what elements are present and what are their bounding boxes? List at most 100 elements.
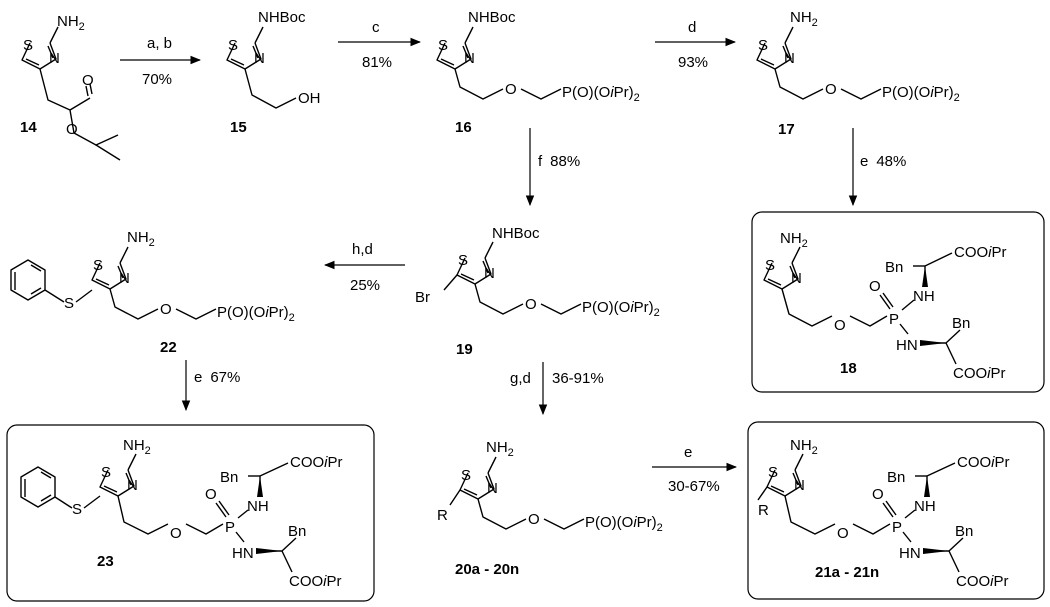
atom-o-ester: O: [66, 121, 78, 138]
atom-nh: NH: [914, 498, 936, 515]
compound-label-21: 21a - 21n: [815, 564, 879, 581]
reagents-e-20: e: [684, 444, 692, 461]
compound-22-structure: S S N NH2 O P(O)(OiPr)2: [10, 229, 295, 324]
atom-bn-1: Bn: [885, 259, 903, 276]
atom-s: S: [461, 467, 471, 484]
reagents-c: c: [372, 19, 380, 36]
atom-hn: HN: [899, 545, 921, 562]
atom-n: N: [464, 50, 475, 67]
atom-nh: NH: [247, 498, 269, 515]
yield-hd: 25%: [350, 277, 380, 294]
atom-r: R: [437, 507, 448, 524]
atom-o-ether: O: [160, 301, 172, 318]
atom-bn-1: Bn: [220, 469, 238, 486]
compound-21-box: [747, 421, 1045, 600]
compound-21-structure: S N NH2 R O P O NH HN Bn COOiPr Bn COOiP…: [757, 437, 1010, 590]
atom-hn: HN: [232, 545, 254, 562]
atom-n: N: [127, 477, 138, 494]
compound-label-18: 18: [840, 360, 857, 377]
compound-label-20: 20a - 20n: [455, 561, 519, 578]
phosphonate-group: P(O)(OiPr)2: [882, 84, 960, 104]
reagents-gd: g,d: [510, 370, 531, 387]
ester-group-2: COOiPr: [956, 573, 1009, 590]
atom-o-phosphoryl: O: [872, 486, 884, 503]
atom-bn-2: Bn: [952, 315, 970, 332]
compound-16-structure: S N NHBoc O P(O)(OiPr)2: [436, 9, 640, 104]
atom-br: Br: [415, 289, 430, 306]
compound-label-22: 22: [160, 339, 177, 356]
atom-o-ether: O: [837, 525, 849, 542]
yield-e-20: 30-67%: [668, 478, 720, 495]
atom-o-ether: O: [825, 81, 837, 98]
reagents-ab: a, b: [147, 35, 172, 52]
atom-o-ether: O: [834, 317, 846, 334]
atom-s: S: [758, 37, 768, 54]
atom-nh2: NH2: [780, 230, 808, 250]
atom-p: P: [889, 311, 899, 328]
atom-s-thioether: S: [64, 295, 74, 312]
atom-o-ether: O: [505, 81, 517, 98]
reagents-hd: h,d: [352, 241, 373, 258]
atom-nh2: NH2: [123, 437, 151, 457]
atom-s: S: [23, 37, 33, 54]
compound-label-14: 14: [20, 119, 37, 136]
atom-o-ether: O: [525, 296, 537, 313]
compound-20-structure: S N NH2 R O P(O)(OiPr)2: [437, 439, 663, 534]
atom-nhboc: NHBoc: [258, 9, 306, 26]
atom-s: S: [768, 464, 778, 481]
atom-nhboc: NHBoc: [492, 225, 540, 242]
compound-17-structure: S N NH2 O P(O)(OiPr)2: [756, 9, 960, 104]
compound-label-19: 19: [456, 341, 473, 358]
ester-group-1: COOiPr: [954, 244, 1007, 261]
atom-n: N: [487, 480, 498, 497]
compound-label-15: 15: [230, 119, 247, 136]
ester-group-2: COOiPr: [289, 573, 342, 590]
atom-n: N: [791, 270, 802, 287]
atom-bn-1: Bn: [887, 469, 905, 486]
ester-group-2: COOiPr: [953, 365, 1006, 382]
yield-ab: 70%: [142, 71, 172, 88]
atom-n: N: [794, 477, 805, 494]
compound-label-17: 17: [778, 121, 795, 138]
ester-group-1: COOiPr: [290, 454, 343, 471]
atom-s: S: [93, 257, 103, 274]
atom-p: P: [225, 519, 235, 536]
phosphonate-group: P(O)(OiPr)2: [217, 304, 295, 324]
ester-group-1: COOiPr: [957, 454, 1010, 471]
atom-s: S: [438, 37, 448, 54]
compound-19-structure: S N NHBoc Br O P(O)(OiPr)2: [415, 225, 660, 319]
atom-nh2: NH2: [127, 229, 155, 249]
compound-14-structure: S N NH2 O O: [21, 13, 121, 161]
atom-n: N: [49, 50, 60, 67]
phosphonate-group: P(O)(OiPr)2: [562, 84, 640, 104]
phosphonate-group: P(O)(OiPr)2: [585, 514, 663, 534]
atom-nh2: NH2: [486, 439, 514, 459]
atom-nh2: NH2: [790, 9, 818, 29]
atom-o-ether: O: [170, 525, 182, 542]
atom-o-ether: O: [528, 511, 540, 528]
compound-23-structure: S S N NH2 O P O NH HN Bn COOiPr Bn COOiP…: [20, 437, 343, 590]
atom-nhboc: NHBoc: [468, 9, 516, 26]
atom-oh: OH: [298, 90, 321, 107]
atom-n: N: [784, 50, 795, 67]
atom-s: S: [228, 37, 238, 54]
atom-s: S: [101, 464, 111, 481]
yield-gd: 36-91%: [552, 370, 604, 387]
atom-hn: HN: [896, 337, 918, 354]
atom-nh2: NH2: [57, 13, 85, 33]
phosphonate-group: P(O)(OiPr)2: [582, 299, 660, 319]
atom-s: S: [458, 252, 468, 269]
yield-c: 81%: [362, 54, 392, 71]
compound-18-box: [751, 211, 1045, 393]
reagents-d: d: [688, 19, 696, 36]
atom-bn-2: Bn: [288, 523, 306, 540]
atom-r: R: [758, 502, 769, 519]
compound-label-23: 23: [97, 553, 114, 570]
atom-nh2: NH2: [790, 437, 818, 457]
atom-n: N: [119, 270, 130, 287]
compound-23-box: [6, 424, 375, 602]
compound-18-structure: S N NH2 O P O NH HN Bn COOiPr Bn COOiPr: [763, 230, 1007, 382]
